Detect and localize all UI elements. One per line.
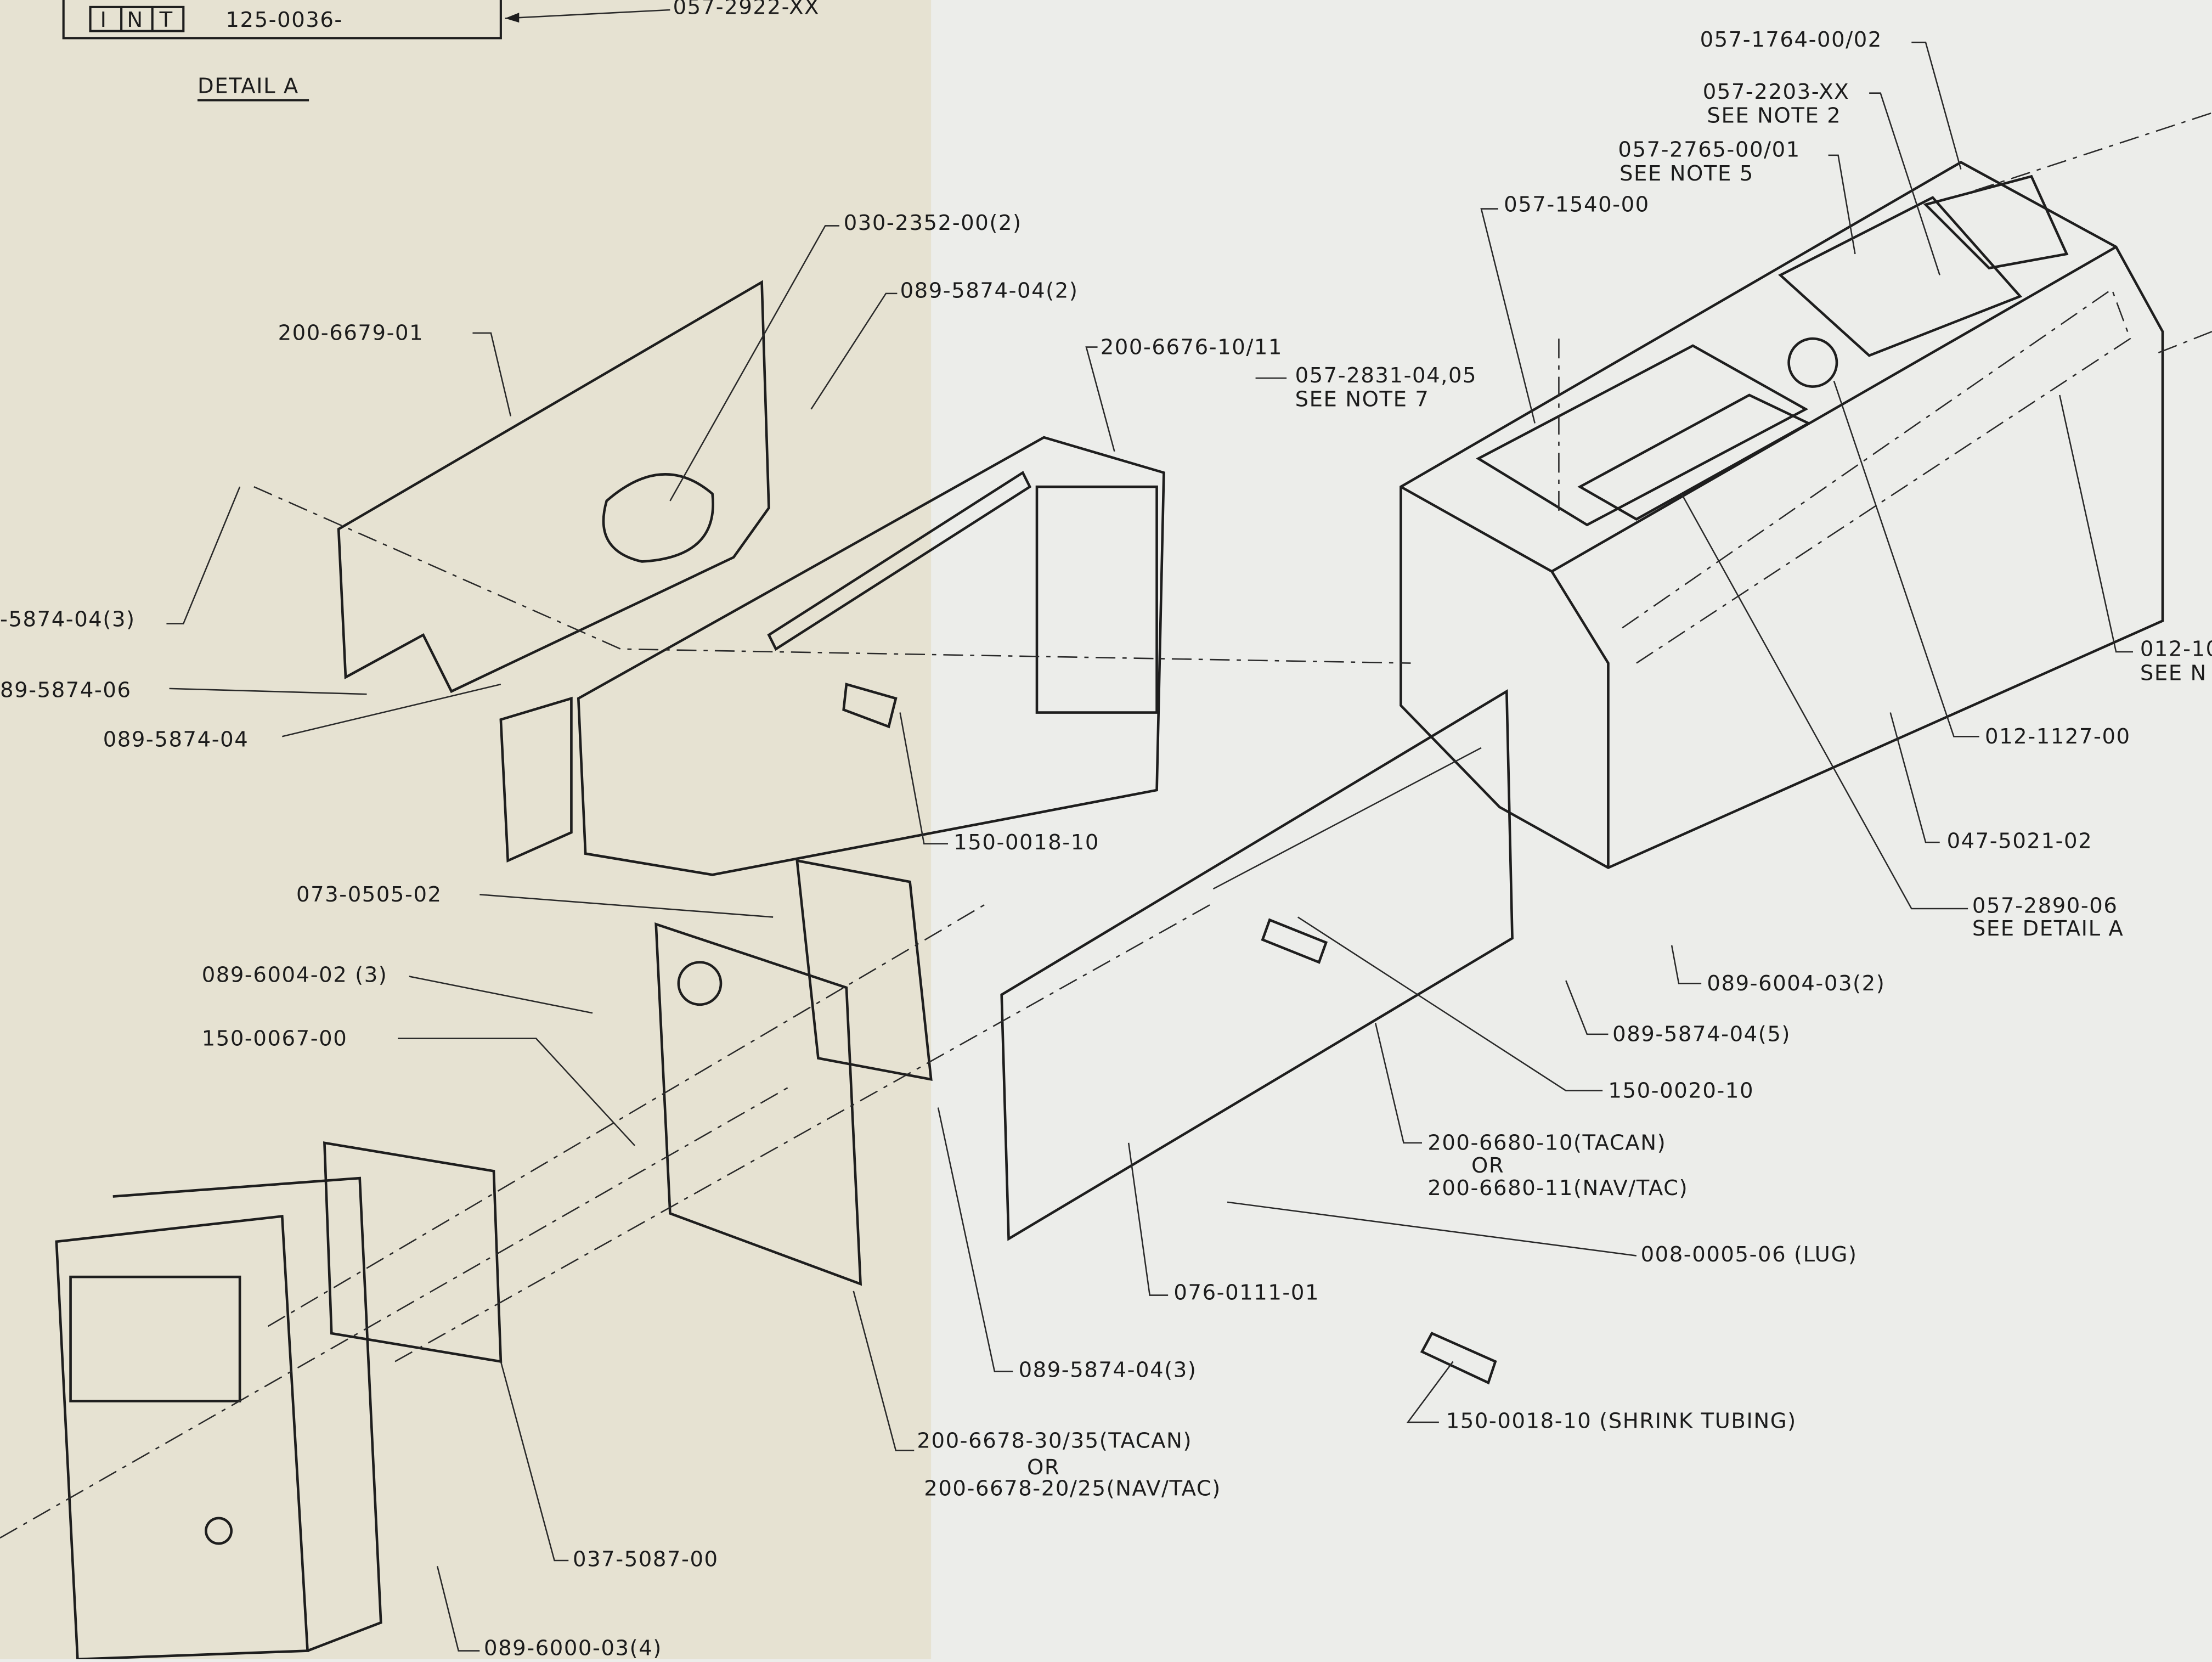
front-panel (55, 1141, 503, 1661)
pcb-board-right (1000, 689, 1514, 1241)
callout-label: -5874-04(3) (0, 607, 136, 632)
callout-label: 089-5874-04(2) (900, 279, 1079, 303)
callout-labels: 057-1764-00/02 057-2203-XX SEE NOTE 2 05… (0, 27, 2212, 1660)
detail-a-box: I N T 125-0036- 057-2922-XX DETAIL A (62, 0, 820, 102)
centerlines (0, 339, 1560, 1539)
paper-left-fold (0, 0, 932, 1659)
callout-or: OR (1027, 1455, 1060, 1480)
callout-label: 89-5874-06 (0, 678, 132, 702)
callout-label: 073-0505-02 (296, 882, 442, 907)
housing-cover (1400, 112, 2212, 870)
callout-label: 089-6000-03(4) (484, 1636, 662, 1659)
callout-label: 089-6004-02 (3) (202, 963, 388, 988)
callout-label: 150-0018-10 (953, 830, 1099, 855)
callout-label: 200-6679-01 (278, 321, 424, 346)
pcb-board-middle (499, 436, 1165, 876)
bracket-assembly (654, 859, 933, 1286)
callout-label: 150-0018-10 (SHRINK TUBING) (1446, 1409, 1797, 1433)
int-cell: T (159, 8, 173, 32)
detail-a-title: DETAIL A (198, 74, 299, 99)
callout-label: 200-6680-10(TACAN) (1427, 1131, 1666, 1156)
callout-label: 057-2765-00/01 (1618, 137, 1800, 162)
part-prefix: 125-0036- (225, 8, 342, 32)
callout-label: 057-2203-XX (1703, 80, 1849, 104)
callout-note: SEE NOTE 7 (1295, 387, 1430, 412)
shrink-tubing (842, 683, 1497, 1385)
callout-label: 012-1127-00 (1985, 724, 2131, 749)
callout-label: 200-6678-30/35(TACAN) (917, 1428, 1192, 1453)
callout-label: 047-5021-02 (1947, 829, 2093, 853)
callout-label: 030-2352-00(2) (844, 211, 1022, 235)
callout-label: 089-6004-03(2) (1707, 971, 1885, 996)
callout-label: 008-0005-06 (LUG) (1641, 1242, 1858, 1267)
callout-label: 057-2922-XX (673, 0, 820, 20)
callout-label: 200-6678-20/25(NAV/TAC) (924, 1477, 1221, 1501)
callout-label: 057-2831-04,05 (1295, 363, 1477, 388)
callout-note: SEE N (2140, 661, 2207, 685)
callout-label: 057-1764-00/02 (1700, 27, 1882, 52)
int-cell: I (100, 8, 108, 32)
callout-label: 150-0067-00 (202, 1026, 348, 1051)
callout-label: 012-10 (2140, 637, 2212, 662)
callout-label: 076-0111-01 (1173, 1280, 1319, 1305)
callout-label: 200-6680-11(NAV/TAC) (1427, 1176, 1688, 1201)
int-cell: N (127, 8, 143, 32)
callout-label: 200-6676-10/11 (1101, 335, 1283, 359)
callout-label: 089-5874-04(3) (1019, 1358, 1197, 1383)
callout-note: SEE NOTE 2 (1707, 104, 1841, 128)
callout-label: 057-2890-06 (1972, 894, 2118, 919)
callout-label: 150-0020-10 (1608, 1079, 1754, 1103)
callout-label: 037-5087-00 (573, 1547, 719, 1571)
callout-label: 057-1540-00 (1504, 193, 1650, 217)
callout-note: SEE DETAIL A (1972, 916, 2124, 941)
callout-or: OR (1471, 1153, 1504, 1178)
pcb-board-top (337, 280, 770, 694)
callout-label: 089-5874-04(5) (1612, 1022, 1791, 1047)
leader-lines (166, 41, 2134, 1652)
callout-note: SEE NOTE 5 (1620, 161, 1754, 186)
callout-label: 089-5874-04 (103, 727, 249, 752)
